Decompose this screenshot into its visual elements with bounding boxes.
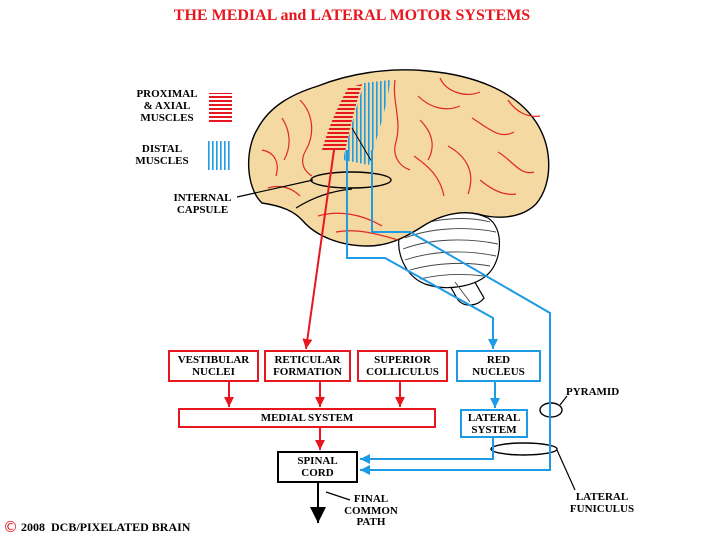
sulcus: [261, 149, 278, 177]
brainstem-line: [454, 281, 471, 303]
reticular-formation-box: RETICULAR FORMATION: [264, 350, 351, 382]
cerebellar-folium: [404, 251, 497, 261]
cerebellar-folia: [402, 218, 499, 303]
sulcus: [471, 117, 515, 136]
lateral-system-line2: SYSTEM: [471, 423, 517, 436]
legend-distal-line1: DISTAL: [141, 143, 183, 155]
final-common-path-line3: PATH: [356, 516, 386, 528]
red-nucleus-line2: NUCLEUS: [472, 366, 525, 378]
spinal-cord-line1: SPINAL: [297, 455, 338, 467]
sulcus: [413, 155, 445, 197]
brain-illustration: [248, 69, 550, 306]
legend-swatch-distal: [208, 141, 232, 170]
cortical-fiber-line: [351, 127, 373, 163]
legend-swatch-proximal-axial: [209, 93, 232, 123]
lateral-pathways: [346, 150, 551, 475]
lateral-funiculus-line1: LATERAL: [575, 491, 629, 503]
red-nucleus-box: RED NUCLEUS: [456, 350, 541, 382]
cerebellar-folium: [404, 228, 497, 239]
legend-proximal-line2: & AXIAL: [143, 100, 191, 112]
sulcus: [479, 179, 517, 195]
sulcus: [267, 185, 301, 197]
corticospinal-tract-arrow: [360, 150, 551, 475]
legend-proximal-line1: PROXIMAL: [136, 88, 198, 100]
sulcus: [393, 79, 411, 171]
final-common-path-line2: COMMON: [344, 504, 398, 517]
sulcus: [417, 95, 461, 110]
sulcus: [507, 99, 541, 117]
sulcus: [317, 212, 383, 227]
sulcus: [419, 119, 433, 161]
final-common-path-label: FINAL COMMON PATH: [336, 493, 406, 529]
internal-capsule-line1: INTERNAL: [173, 192, 232, 204]
lateral-funiculus-label: LATERAL FUNICULUS: [562, 491, 642, 515]
superior-colliculus-box: SUPERIOR COLLICULUS: [357, 350, 448, 382]
sulcus: [299, 99, 313, 177]
medial-system-box: MEDIAL SYSTEM: [178, 408, 436, 428]
cerebrum: [248, 69, 550, 247]
vestibular-nuclei-line1: VESTIBULAR: [177, 354, 250, 366]
cortex-to-reticular-formation-arrow: [302, 149, 335, 350]
medial-pathways: [224, 149, 405, 450]
red-nucleus-line1: RED: [486, 354, 511, 366]
spinal-cord-box: SPINAL CORD: [277, 451, 358, 483]
spinal-cord-line2: CORD: [301, 467, 334, 479]
copyright-text: 2008 DCB/PIXELATED BRAIN: [21, 519, 191, 534]
lateral-system-to-spinal-cord-arrow: [360, 438, 494, 464]
pyramid-pointer: [559, 395, 568, 406]
vestibular-nuclei-box: VESTIBULAR NUCLEI: [168, 350, 259, 382]
lateral-funiculus-ellipse: [490, 442, 558, 456]
sulcus: [439, 77, 481, 95]
lateral-funiculus-pointer: [556, 449, 576, 491]
lateral-system-line1: LATERAL: [467, 411, 521, 424]
medial-system-label: MEDIAL SYSTEM: [260, 412, 354, 424]
sulcus: [281, 117, 290, 161]
superior-colliculus-line2: COLLICULUS: [366, 366, 439, 378]
copyright-symbol: ©: [3, 518, 18, 536]
final-common-path-line1: FINAL: [353, 493, 389, 505]
vestibular-nuclei-line2: NUCLEI: [192, 366, 235, 378]
internal-capsule-pointer: [236, 179, 314, 198]
cerebellar-folium: [402, 239, 499, 250]
lateral-funiculus-line2: FUNICULUS: [569, 503, 635, 515]
cortex-to-red-nucleus-arrow: [346, 150, 498, 349]
legend-proximal-line3: MUSCLES: [140, 112, 194, 124]
sulcus: [497, 151, 535, 174]
legend-label-proximal-axial: PROXIMAL & AXIAL MUSCLES: [129, 88, 205, 124]
page-title: THE MEDIAL and LATERAL MOTOR SYSTEMS: [173, 7, 531, 24]
motor-cortex-proximal-axial-region: [322, 84, 362, 152]
pyramid-label: PYRAMID: [566, 386, 620, 398]
sulcus: [447, 145, 472, 195]
cerebellar-folium: [419, 274, 485, 280]
lateral-system-box: LATERAL SYSTEM: [460, 409, 528, 438]
superior-colliculus-line1: SUPERIOR: [374, 354, 431, 366]
reticular-formation-line1: RETICULAR: [274, 354, 341, 366]
cerebellar-folium: [409, 262, 491, 271]
final-common-path-pointer: [325, 491, 351, 501]
cerebral-sulci: [261, 77, 541, 241]
legend-distal-line2: MUSCLES: [135, 155, 189, 167]
legend-label-distal: DISTAL MUSCLES: [127, 143, 197, 167]
internal-capsule-line2: CAPSULE: [176, 204, 229, 216]
internal-capsule-label: INTERNAL CAPSULE: [165, 192, 240, 216]
motor-cortex-distal-region: [343, 80, 390, 165]
sulcus: [335, 230, 399, 241]
copyright-notice: ©2008 DCB/PIXELATED BRAIN: [3, 518, 190, 536]
reticular-formation-line2: FORMATION: [273, 366, 342, 378]
